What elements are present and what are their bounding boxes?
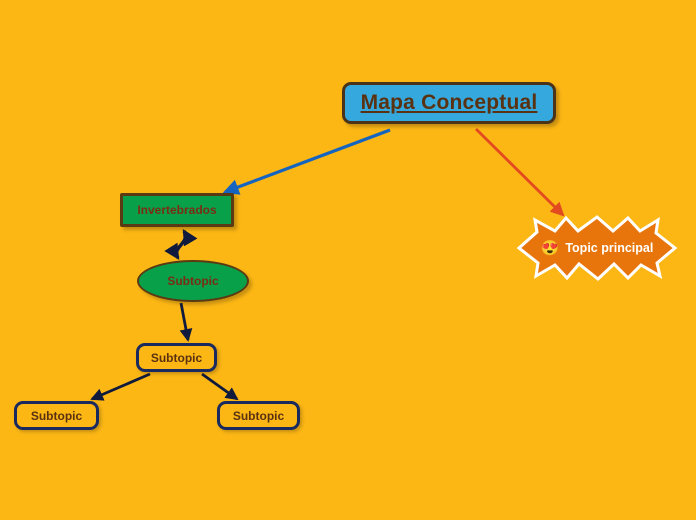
node-label-subtopic-ellipse: Subtopic <box>167 274 219 288</box>
heart-eyes-emoji: 😍 <box>540 239 560 257</box>
node-invertebrados[interactable]: Invertebrados <box>120 193 234 227</box>
node-mapa-conceptual[interactable]: Mapa Conceptual <box>342 82 556 124</box>
node-subtopic-left[interactable]: Subtopic <box>14 401 99 430</box>
node-subtopic-ellipse[interactable]: Subtopic <box>137 260 249 302</box>
starburst-shape <box>516 215 678 281</box>
connector-invertebrados-to-ellipse <box>164 228 198 260</box>
connector-middle-to-left-subtopic <box>90 372 151 401</box>
node-label-invertebrados: Invertebrados <box>137 203 217 217</box>
burst-content: 😍 Topic principal <box>541 241 654 256</box>
connector-ellipse-to-middle-subtopic <box>179 302 193 342</box>
node-subtopic-right[interactable]: Subtopic <box>217 401 300 430</box>
node-label-subtopic-left: Subtopic <box>30 408 83 423</box>
node-label-root: Mapa Conceptual <box>360 91 538 114</box>
connector-root-to-burst <box>475 128 565 217</box>
node-topic-principal[interactable]: 😍 Topic principal <box>511 212 683 284</box>
node-subtopic-middle[interactable]: Subtopic <box>136 343 217 372</box>
connector-root-to-invertebrados <box>222 128 391 195</box>
node-label-subtopic-middle: Subtopic <box>150 350 203 365</box>
node-label-topic-principal: Topic principal <box>565 241 654 255</box>
node-label-subtopic-right: Subtopic <box>232 408 285 423</box>
connector-middle-to-right-subtopic <box>201 372 239 401</box>
